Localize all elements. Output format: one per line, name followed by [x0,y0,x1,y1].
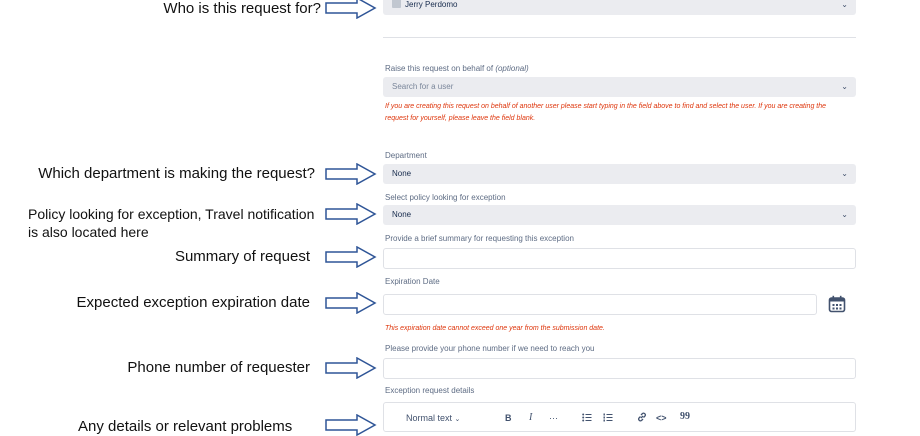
phone-label: Please provide your phone number if we n… [385,344,595,353]
divider [383,37,856,38]
department-value: None [392,169,412,178]
arrow-icon [325,414,377,436]
summary-input[interactable] [383,248,856,269]
annotation-policy-line1: Policy looking for exception, Travel not… [28,206,315,222]
numbered-list-icon[interactable] [603,413,613,422]
details-label: Exception request details [385,386,475,395]
arrow-icon [325,246,377,268]
department-label: Department [385,151,427,160]
quote-button[interactable]: 99 [680,411,690,422]
expiration-date-input[interactable] [383,294,817,315]
requester-value: Jerry Perdomo [405,0,458,9]
chevron-down-icon: ⌄ [841,210,848,219]
user-avatar-icon [392,0,401,9]
arrow-icon [325,203,377,225]
policy-select[interactable]: None ⌄ [383,205,856,225]
more-formatting-button[interactable]: ··· [549,413,558,423]
summary-label: Provide a brief summary for requesting t… [385,234,574,243]
annotation-details: Any details or relevant problems [78,418,293,435]
phone-input[interactable] [383,358,856,379]
arrow-icon [325,292,377,314]
chevron-down-icon: ⌄ [841,169,848,178]
policy-label: Select policy looking for exception [385,193,506,202]
annotation-who: Who is this request for? [163,0,321,17]
annotation-summary: Summary of request [174,248,310,265]
requester-select[interactable]: Jerry Perdomo ⌄ [383,0,856,15]
on-behalf-placeholder: Search for a user [392,82,454,91]
rich-text-toolbar: Normal text ⌄ B I ··· <> 99 [383,402,856,432]
text-style-dropdown[interactable]: Normal text ⌄ [406,413,461,423]
expiration-help: This expiration date cannot exceed one y… [385,325,605,332]
chevron-down-icon: ⌄ [841,82,848,91]
annotation-policy-line2: is also located here [28,224,149,240]
on-behalf-help: If you are creating this request on beha… [385,103,827,122]
calendar-icon[interactable] [828,295,846,313]
arrow-icon [325,357,377,379]
annotation-phone: Phone number of requester [127,359,310,376]
code-button[interactable]: <> [656,413,667,423]
bullet-list-icon[interactable] [582,413,592,422]
annotation-expiration: Expected exception expiration date [76,294,311,311]
bold-button[interactable]: B [505,413,512,423]
policy-value: None [392,210,412,219]
arrow-icon [325,0,377,19]
arrow-icon [325,163,377,185]
annotation-department: Which department is making the request? [38,165,315,182]
chevron-down-icon: ⌄ [841,0,848,9]
expiration-label: Expiration Date [385,277,440,286]
on-behalf-user-search[interactable]: Search for a user ⌄ [383,77,856,97]
on-behalf-label: Raise this request on behalf of (optiona… [385,64,529,73]
italic-button[interactable]: I [529,412,533,423]
chevron-down-icon: ⌄ [454,416,461,423]
link-icon[interactable] [637,412,647,422]
department-select[interactable]: None ⌄ [383,164,856,184]
